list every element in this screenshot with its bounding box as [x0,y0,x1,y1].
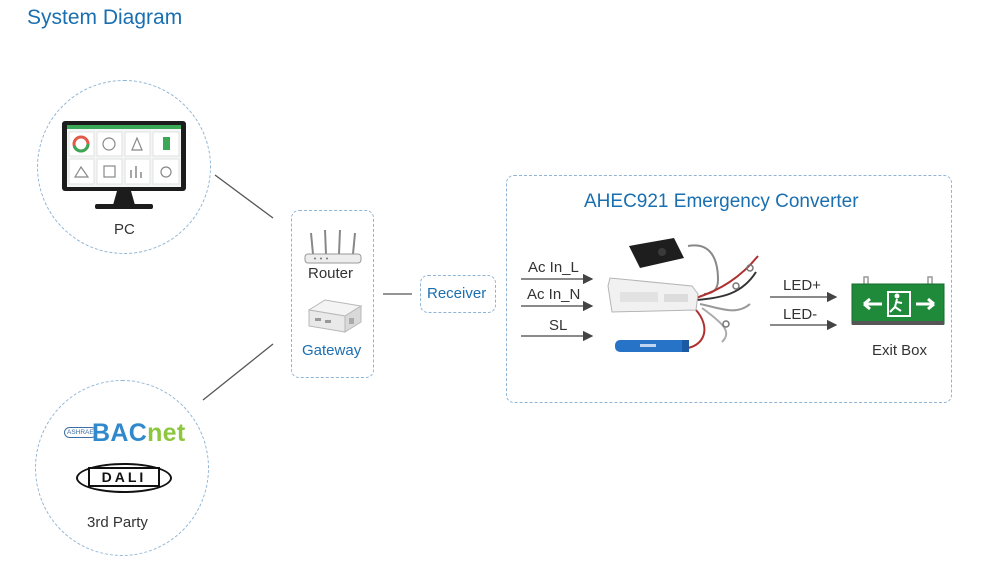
third-party-node [35,380,209,556]
converter-device-image [607,238,759,352]
page-title: System Diagram [27,6,183,29]
input-label-ac-in-n: Ac In_N [527,286,581,303]
third-party-label: 3rd Party [87,514,148,531]
pc-label: PC [114,221,135,238]
gateway-label: Gateway [302,342,362,359]
dali-logo: DALI [88,467,160,487]
router-icon [304,229,362,264]
input-label-sl: SL [549,317,568,334]
pc-node [37,80,211,254]
monitor-icon [62,121,186,209]
thirdparty-to-hub-line [202,343,274,401]
bacnet-logo: BACnet [92,419,186,447]
gateway-icon [307,299,363,333]
receiver-label: Receiver [427,285,487,302]
converter-title: AHEC921 Emergency Converter [584,191,859,212]
pc-to-hub-line [214,174,274,219]
input-label-ac-in-l: Ac In_L [528,259,579,276]
dali-logo-ring [76,463,172,493]
output-label-led-plus: LED+ [783,277,821,294]
exit-sign-icon [851,276,945,325]
output-label-led-minus: LED- [783,306,818,323]
router-label: Router [308,265,354,282]
exit-box-label: Exit Box [872,342,928,359]
router-gateway-group [291,210,374,378]
receiver-node [420,275,496,313]
ashrae-logo: ASHRAE [64,427,97,438]
converter-group [506,175,952,403]
